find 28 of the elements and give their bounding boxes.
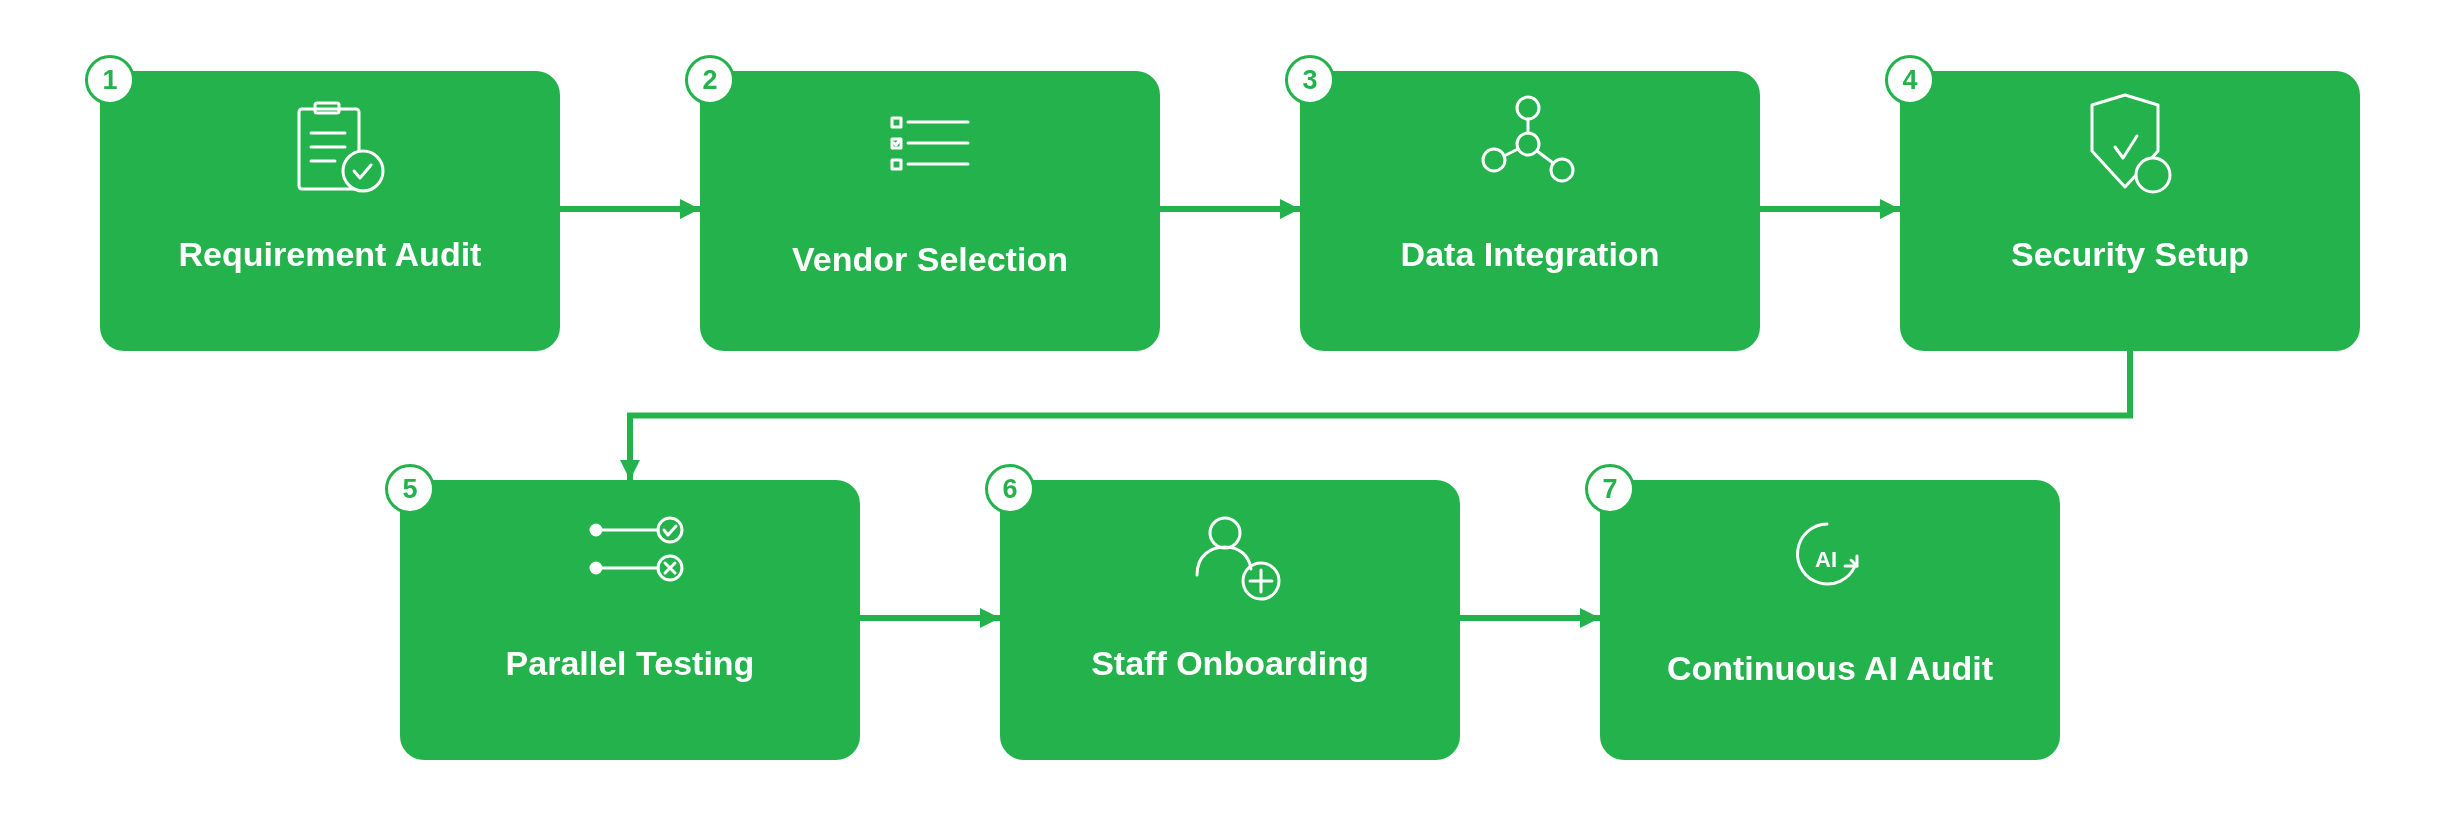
step-title: Staff Onboarding: [1090, 643, 1370, 683]
step-number-badge: 1: [85, 55, 135, 105]
step-number-badge: 3: [1285, 55, 1335, 105]
arrow: [860, 608, 1000, 628]
step-title: Requirement Audit: [177, 234, 483, 274]
step-card: [1600, 480, 2060, 760]
step-number-badge: 4: [1885, 55, 1935, 105]
ai-text: AI: [1815, 548, 1837, 572]
step-title: Security Setup: [2009, 234, 2251, 274]
step-title: Vendor Selection: [791, 239, 1069, 279]
step-number-badge: 5: [385, 464, 435, 514]
step-title: Continuous AI Audit: [1665, 648, 1995, 688]
arrow: [1460, 608, 1600, 628]
step-card: [700, 71, 1160, 351]
step-number-badge: 7: [1585, 464, 1635, 514]
step-title: Parallel Testing: [504, 643, 756, 683]
step-card: [1900, 71, 2360, 351]
step-card: [1000, 480, 1460, 760]
arrow: [620, 351, 2133, 480]
step-number-badge: 6: [985, 464, 1035, 514]
step-card: [1300, 71, 1760, 351]
arrow: [1160, 199, 1300, 219]
step-card: [100, 71, 560, 351]
step-card: [400, 480, 860, 760]
arrow: [560, 199, 700, 219]
step-number-badge: 2: [685, 55, 735, 105]
step-title: Data Integration: [1399, 234, 1661, 274]
arrow: [1760, 199, 1900, 219]
